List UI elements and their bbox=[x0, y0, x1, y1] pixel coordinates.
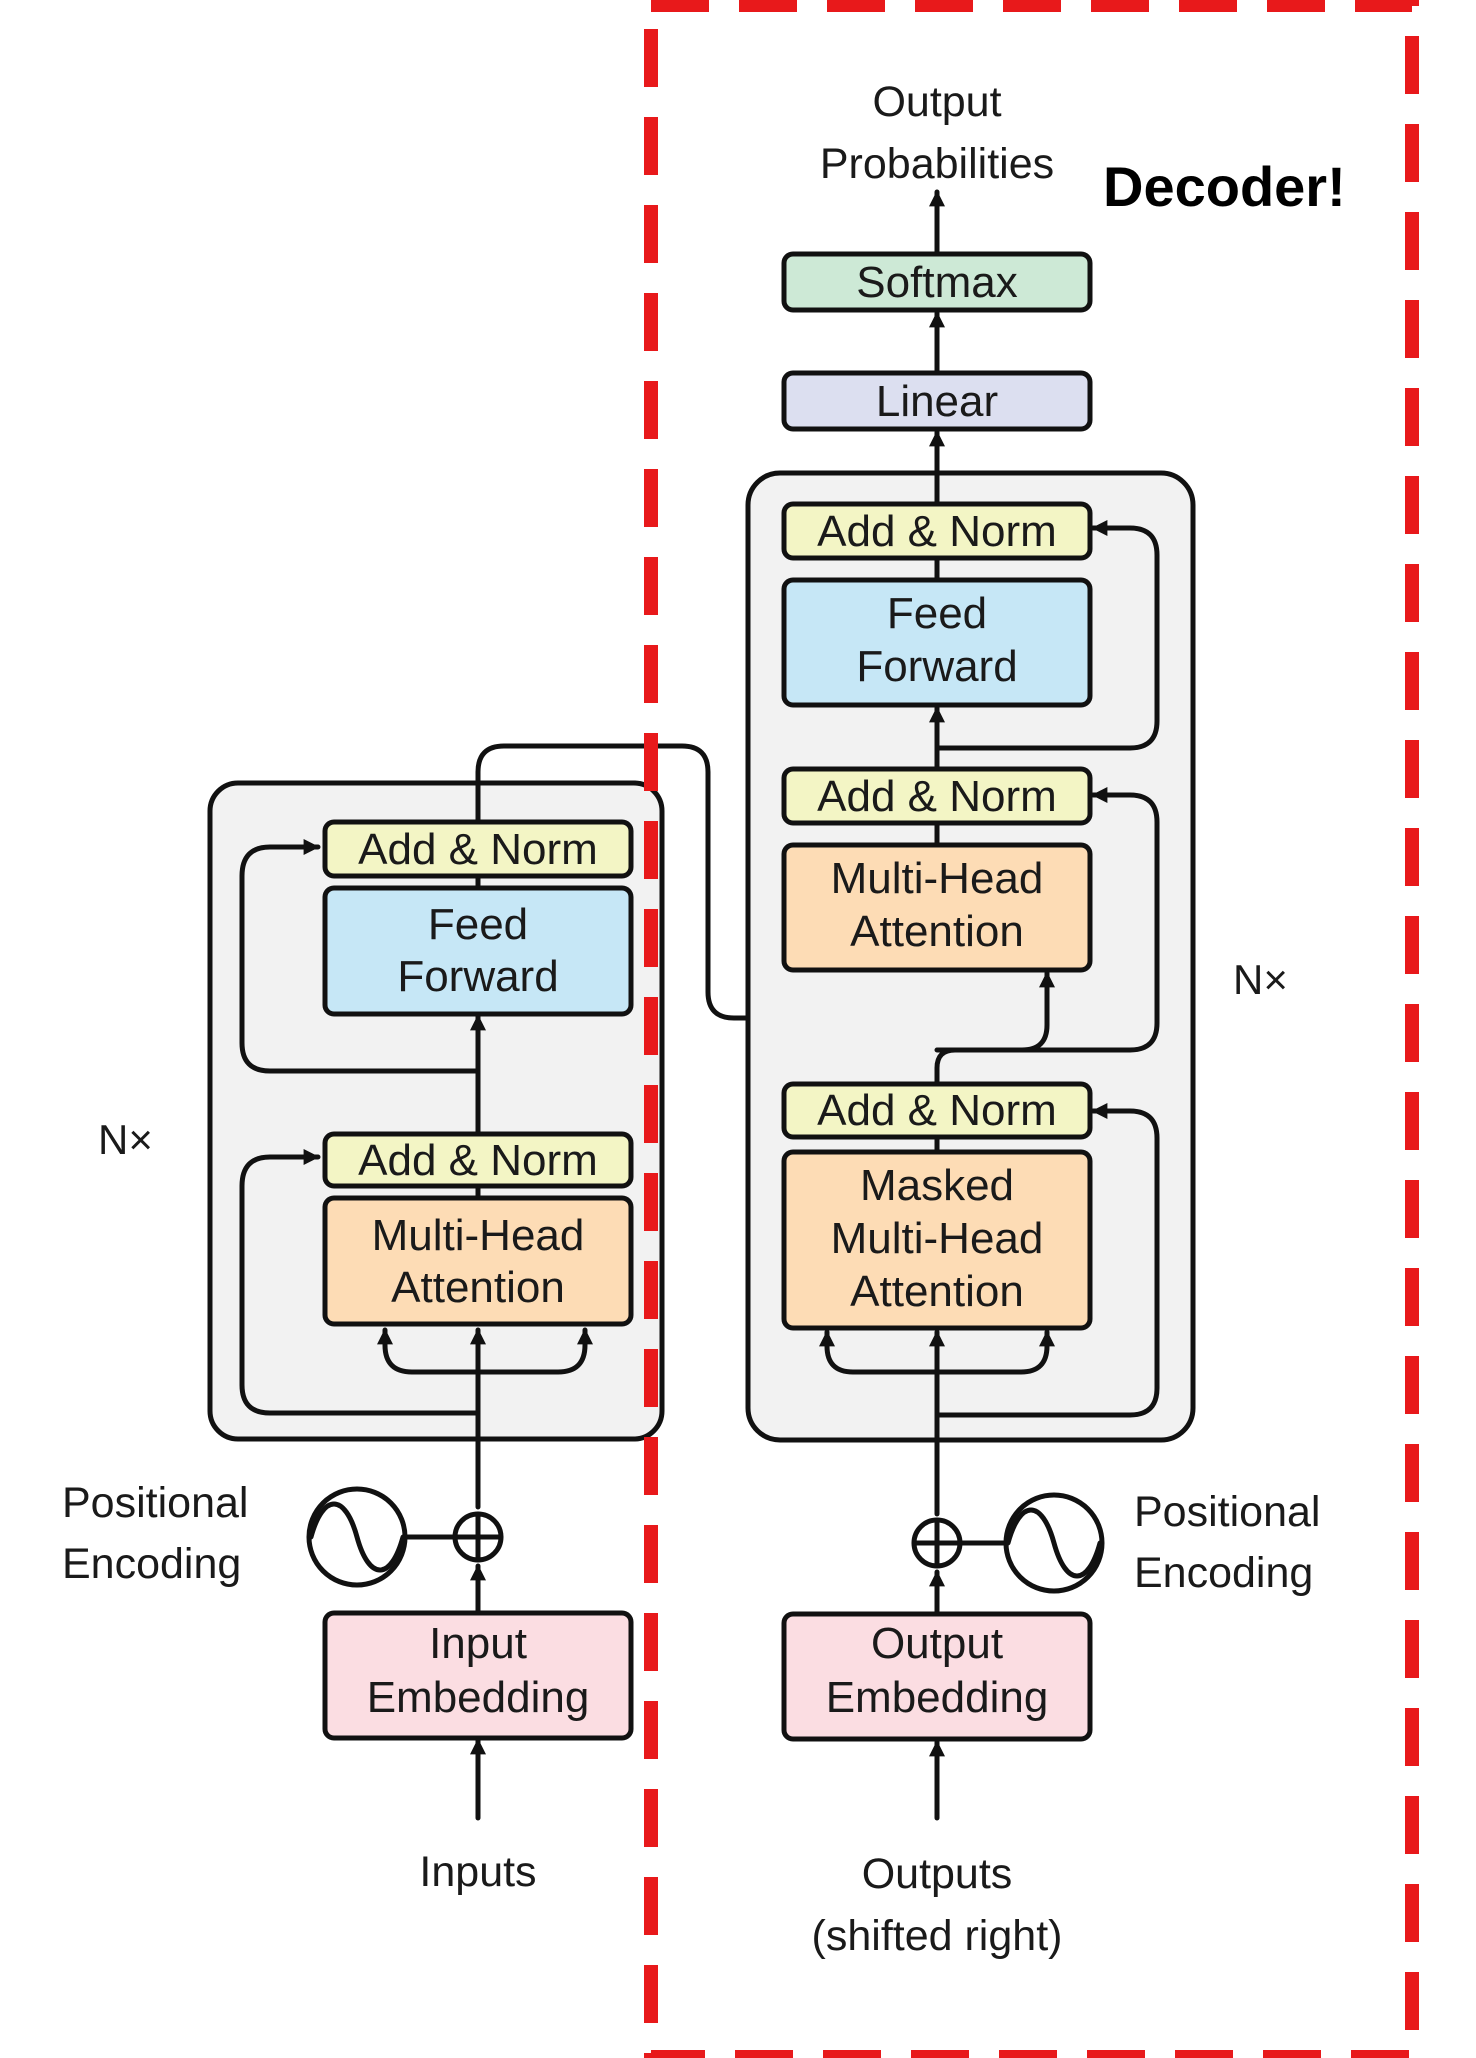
encoder-attn-fan bbox=[376, 1327, 594, 1375]
decoder-add-norm-mid bbox=[781, 766, 1093, 826]
decoder-add-norm-bottom-label: Add & Norm bbox=[817, 1086, 1057, 1135]
decoder-embedding-label-1: Output bbox=[871, 1619, 1003, 1668]
encoder-feed-forward-label-1: Feed bbox=[428, 900, 528, 949]
decoder-masked-label-3: Attention bbox=[850, 1267, 1024, 1316]
decoder-sine-wave bbox=[1005, 1507, 1103, 1579]
decoder-outputs-label-1: Outputs bbox=[862, 1850, 1013, 1898]
encoder-residual-attn bbox=[239, 1148, 481, 1416]
decoder-masked-multi-head-attention bbox=[781, 1149, 1093, 1331]
encoder-pe-label-2: Encoding bbox=[62, 1540, 241, 1588]
decoder-linear bbox=[781, 370, 1093, 432]
decoder-masked-label-1: Masked bbox=[860, 1161, 1014, 1210]
decoder-add-norm-top-label: Add & Norm bbox=[817, 507, 1057, 556]
encoder-feed-forward-label-2: Forward bbox=[397, 952, 558, 1001]
decoder-linear-label: Linear bbox=[876, 377, 998, 426]
decoder-pe-label-1: Positional bbox=[1134, 1488, 1320, 1536]
encoder-add-norm-top bbox=[322, 819, 634, 879]
decoder-multi-head-attention bbox=[781, 842, 1093, 973]
decoder-feed-forward-label-2: Forward bbox=[856, 642, 1017, 691]
decoder-softmax bbox=[781, 251, 1093, 313]
decoder-residual-ff bbox=[934, 519, 1160, 751]
decoder-query-path bbox=[934, 970, 1056, 1089]
encoder-input-embedding bbox=[322, 1610, 634, 1741]
decoder-embedding-label-2: Embedding bbox=[826, 1673, 1049, 1722]
decoder-add-norm-bottom bbox=[781, 1081, 1093, 1140]
decoder-highlight-box bbox=[644, 0, 1419, 2058]
encoder-repeat-label: N× bbox=[98, 1116, 153, 1163]
decoder-output-embedding bbox=[781, 1611, 1093, 1742]
decoder-masked-label-2: Multi-Head bbox=[831, 1214, 1044, 1263]
encoder-residual-ff bbox=[239, 838, 481, 1074]
encoder-embedding-label-2: Embedding bbox=[367, 1673, 590, 1722]
decoder-repeat-label: N× bbox=[1233, 956, 1288, 1003]
decoder-output-label-2: Probabilities bbox=[820, 140, 1054, 188]
decoder: Output Probabilities Softmax Linear Add … bbox=[745, 78, 1320, 1960]
decoder-highlight-label: Decoder! bbox=[1103, 155, 1346, 218]
encoder-feed-forward bbox=[322, 885, 634, 1017]
decoder-residual-masked bbox=[934, 1102, 1160, 1418]
encoder-sine-wave bbox=[308, 1501, 406, 1573]
encoder-attention-label-2: Attention bbox=[391, 1263, 565, 1312]
encoder-add-norm-bottom-label: Add & Norm bbox=[358, 1136, 598, 1185]
decoder-outputs-label-2: (shifted right) bbox=[812, 1912, 1063, 1960]
encoder-inputs-label: Inputs bbox=[419, 1848, 536, 1896]
decoder-feed-forward bbox=[781, 577, 1093, 708]
decoder-softmax-label: Softmax bbox=[856, 258, 1017, 307]
decoder-add-norm-mid-label: Add & Norm bbox=[817, 772, 1057, 821]
encoder-add-norm-top-label: Add & Norm bbox=[358, 825, 598, 874]
encoder-embedding-label-1: Input bbox=[429, 1619, 527, 1668]
encoder-add-norm-bottom bbox=[322, 1131, 634, 1189]
decoder-pe-label-2: Encoding bbox=[1134, 1549, 1313, 1597]
encoder-pe-label-1: Positional bbox=[62, 1479, 248, 1527]
encoder-attention-label-1: Multi-Head bbox=[372, 1211, 585, 1260]
encoder: Add & Norm Feed Forward Add & Norm Multi… bbox=[62, 743, 946, 1896]
decoder-attention-label-2: Attention bbox=[850, 907, 1024, 956]
decoder-feed-forward-label-1: Feed bbox=[887, 589, 987, 638]
encoder-stack bbox=[207, 780, 665, 1442]
decoder-output-label-1: Output bbox=[872, 78, 1001, 126]
decoder-add-norm-top bbox=[781, 501, 1093, 561]
decoder-residual-cross bbox=[934, 786, 1160, 1053]
decoder-attention-label-1: Multi-Head bbox=[831, 854, 1044, 903]
encoder-multi-head-attention bbox=[322, 1195, 634, 1327]
